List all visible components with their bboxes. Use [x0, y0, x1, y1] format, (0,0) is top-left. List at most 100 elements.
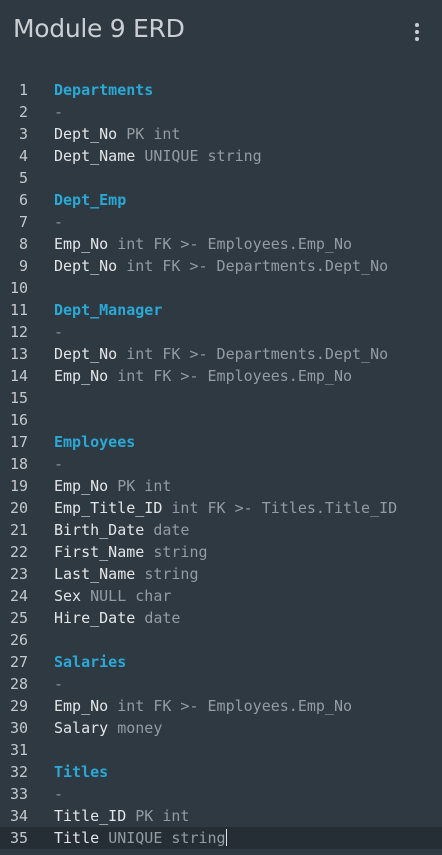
line-number: 18 [9, 455, 28, 473]
table-separator: - [54, 675, 64, 693]
column-name: Title_ID [54, 807, 127, 825]
code-line[interactable]: 18- [0, 453, 442, 475]
code-line[interactable]: 15 [0, 387, 442, 409]
column-spec: int FK >- Employees.Emp_No [117, 697, 353, 715]
line-number: 7 [18, 213, 28, 231]
code-line[interactable]: 12 - [0, 321, 442, 343]
column-spec: PK int [117, 477, 172, 495]
line-number: 12 [9, 323, 28, 341]
line-content: Dept_Name UNIQUE string [54, 145, 262, 167]
line-content: - [54, 321, 63, 343]
line-number: 22 [9, 543, 28, 561]
column-name: Salary [54, 719, 109, 737]
column-spec: UNIQUE string [108, 829, 226, 847]
line-content: First_Name string [54, 541, 208, 563]
line-number: 10 [9, 279, 28, 297]
line-content: Salary money [54, 717, 162, 739]
code-line[interactable]: 14 Emp_No int FK >- Employees.Emp_No [0, 365, 442, 387]
column-name: Emp_No [54, 697, 109, 715]
text-cursor [225, 829, 227, 846]
column-spec: int FK >- Employees.Emp_No [117, 367, 353, 385]
column-spec: int FK >- Employees.Emp_No [117, 235, 353, 253]
column-spec: date [144, 609, 181, 627]
code-line[interactable]: 27 Salaries [0, 651, 442, 673]
column-name: Emp_No [54, 235, 109, 253]
code-line[interactable]: 16 [0, 409, 442, 431]
line-number: 16 [9, 411, 28, 429]
column-spec: date [153, 521, 190, 539]
line-number: 11 [9, 301, 28, 319]
line-content: Titles [54, 761, 108, 783]
line-number: 14 [9, 367, 28, 385]
code-line[interactable]: 3 Dept_No PK int [0, 123, 442, 145]
code-line[interactable]: 7- [0, 211, 442, 233]
line-number: 3 [18, 125, 28, 143]
column-name: Emp_No [54, 477, 109, 495]
line-content: - [54, 783, 63, 805]
line-number: 24 [9, 587, 28, 605]
line-number: 33 [9, 785, 28, 803]
line-content: Salaries [54, 651, 126, 673]
line-content: - [54, 211, 63, 233]
line-number: 26 [9, 631, 28, 649]
table-separator: - [54, 785, 64, 803]
column-spec: money [117, 719, 163, 737]
table-separator: - [54, 323, 64, 341]
column-name: Hire_Date [54, 609, 136, 627]
code-line[interactable]: 2- [0, 101, 442, 123]
column-name: Sex [54, 587, 82, 605]
line-number: 15 [9, 389, 28, 407]
column-name: Emp_No [54, 367, 109, 385]
column-name: Dept_No [54, 125, 118, 143]
line-content: Dept_No PK int [54, 123, 180, 145]
table-name: Titles [54, 763, 109, 781]
code-line[interactable]: 10 [0, 277, 442, 299]
line-number: 17 [9, 433, 28, 451]
line-number: 21 [9, 521, 28, 539]
menu-dot [415, 23, 419, 27]
column-spec: PK int [126, 125, 181, 143]
column-spec: string [144, 565, 199, 583]
code-line[interactable]: 20 Emp_Title_ID int FK >- Titles.Title_ID [0, 497, 442, 519]
column-name: Dept_Name [54, 147, 136, 165]
column-spec: int FK >- Titles.Title_ID [171, 499, 398, 517]
code-line[interactable]: 5 [0, 167, 442, 189]
code-line[interactable]: 28 - [0, 673, 442, 695]
code-line[interactable]: 26 [0, 629, 442, 651]
line-number: 5 [18, 169, 28, 187]
line-content: Emp_No PK int [54, 475, 171, 497]
line-number: 20 [9, 499, 28, 517]
code-line[interactable]: 33 - [0, 783, 442, 805]
line-content: Departments [54, 79, 153, 101]
column-spec: string [153, 543, 208, 561]
code-line[interactable]: 31 [0, 739, 442, 761]
column-name: Last_Name [54, 565, 136, 583]
code-line[interactable]: 22 First_Name string [0, 541, 442, 563]
line-number: 27 [9, 653, 28, 671]
menu-dot [415, 37, 419, 41]
line-content: Emp_Title_ID int FK >- Titles.Title_ID [54, 497, 397, 519]
line-number: 28 [9, 675, 28, 693]
more-vert-icon[interactable] [406, 20, 428, 44]
line-number: 31 [9, 741, 28, 759]
column-spec: int FK >- Departments.Dept_No [126, 257, 389, 275]
